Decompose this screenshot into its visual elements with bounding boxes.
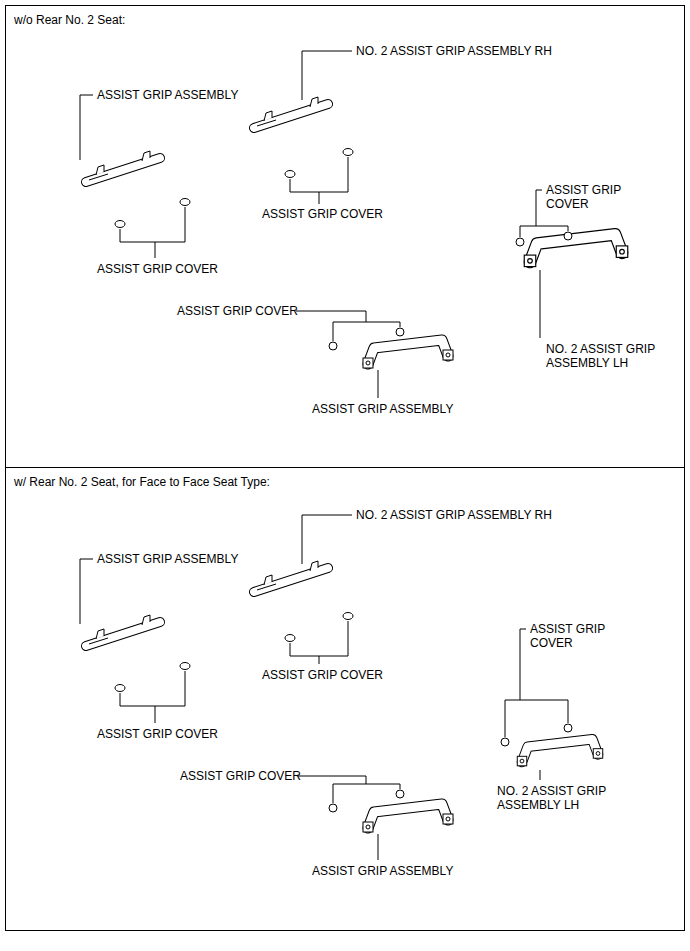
- figure-panel: w/o Rear No. 2 Seat:: [5, 5, 685, 468]
- part-name: ASSIST GRIP COVER: [530, 622, 622, 650]
- part-name: NO. 2 ASSIST GRIP ASSEMBLY LH: [546, 342, 674, 370]
- part-name: ASSIST GRIP COVER: [97, 262, 218, 276]
- part-name: ASSIST GRIP ASSEMBLY: [312, 402, 453, 416]
- part-name: NO. 2 ASSIST GRIP ASSEMBLY RH: [356, 508, 552, 522]
- part-name: ASSIST GRIP ASSEMBLY: [97, 88, 238, 102]
- panel-heading: w/o Rear No. 2 Seat:: [6, 6, 684, 27]
- part-name: NO. 2 ASSIST GRIP ASSEMBLY LH: [497, 784, 625, 812]
- part-name: ASSIST GRIP COVER: [262, 668, 383, 682]
- part-name: ASSIST GRIP COVER: [177, 304, 298, 318]
- panel-heading: w/ Rear No. 2 Seat, for Face to Face Sea…: [6, 468, 684, 489]
- part-name: ASSIST GRIP COVER: [180, 769, 301, 783]
- part-name: ASSIST GRIP ASSEMBLY: [312, 864, 453, 878]
- part-name: ASSIST GRIP COVER: [262, 207, 383, 221]
- part-name: ASSIST GRIP ASSEMBLY: [97, 552, 238, 566]
- figure-panel: w/ Rear No. 2 Seat, for Face to Face Sea…: [5, 467, 685, 931]
- part-name: ASSIST GRIP COVER: [546, 183, 638, 211]
- part-name: NO. 2 ASSIST GRIP ASSEMBLY RH: [356, 44, 552, 58]
- part-name: ASSIST GRIP COVER: [97, 727, 218, 741]
